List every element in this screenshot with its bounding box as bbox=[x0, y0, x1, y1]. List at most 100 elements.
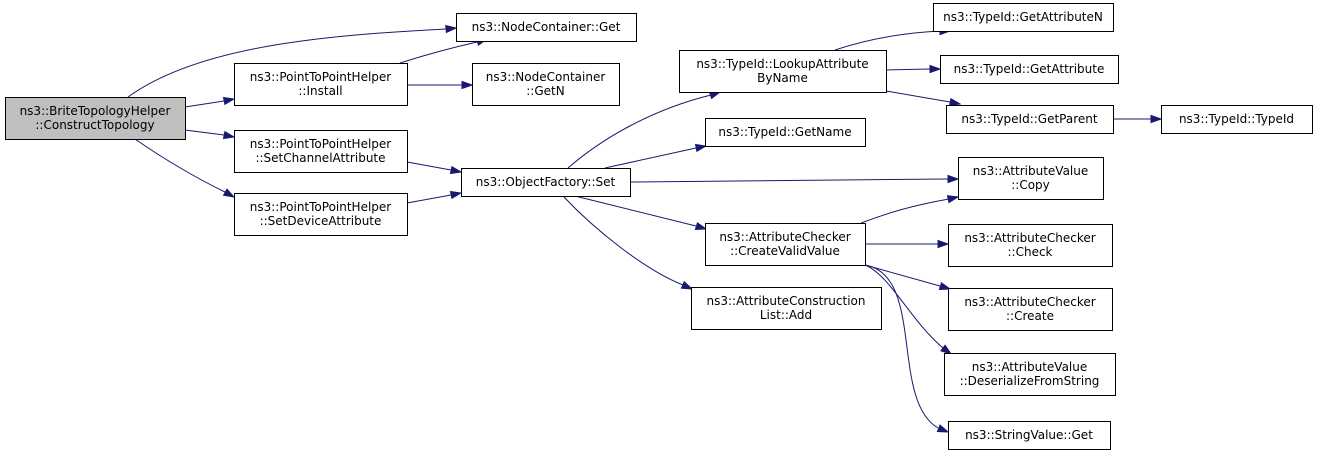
edge-root-to-p2p_install bbox=[184, 96, 236, 108]
node-label: ns3::PointToPointHelper bbox=[250, 137, 392, 151]
node-box[interactable] bbox=[948, 224, 1113, 267]
arrow-head bbox=[940, 344, 953, 355]
node-label: ns3::PointToPointHelper bbox=[250, 200, 392, 214]
node-box[interactable] bbox=[691, 287, 882, 330]
edge-p2p_setchan-to-of_set bbox=[406, 161, 463, 175]
node-box[interactable] bbox=[5, 97, 186, 140]
node-label: ns3::ObjectFactory::Set bbox=[476, 175, 616, 189]
node-label: ::DeserializeFromString bbox=[960, 374, 1100, 388]
node-label: ns3::AttributeValue bbox=[973, 164, 1089, 178]
arrow-head bbox=[222, 130, 236, 140]
edge-root-to-nc_get bbox=[127, 24, 458, 98]
node-box[interactable] bbox=[958, 157, 1104, 200]
edge-root-to-p2p_setchan bbox=[184, 129, 236, 140]
edge-tid_getparent-to-tid_typeid bbox=[1113, 114, 1163, 124]
arrow-head bbox=[938, 281, 952, 291]
node-label: ::Copy bbox=[1011, 178, 1050, 192]
node-ac-check[interactable]: ns3::AttributeChecker::Check bbox=[948, 224, 1113, 267]
nodes-layer: ns3::BriteTopologyHelper::ConstructTopol… bbox=[5, 3, 1313, 450]
node-tid-getname[interactable]: ns3::TypeId::GetName bbox=[705, 118, 866, 147]
edge-line bbox=[184, 100, 225, 108]
node-av-copy[interactable]: ns3::AttributeValue::Copy bbox=[958, 157, 1104, 200]
node-tid-typeid[interactable]: ns3::TypeId::TypeId bbox=[1161, 105, 1313, 134]
node-av-deser[interactable]: ns3::AttributeValue::DeserializeFromStri… bbox=[944, 353, 1116, 396]
edge-line bbox=[406, 161, 452, 171]
node-nc-getn[interactable]: ns3::NodeContainer::GetN bbox=[472, 63, 620, 106]
edge-line bbox=[885, 90, 951, 103]
node-label: ns3::TypeId::GetName bbox=[718, 125, 851, 139]
node-label: ::Check bbox=[1008, 245, 1053, 259]
node-label: ns3::TypeId::GetAttribute bbox=[954, 62, 1105, 76]
node-sv-get[interactable]: ns3::StringValue::Get bbox=[948, 421, 1111, 450]
node-box[interactable] bbox=[234, 193, 408, 236]
edge-tid_lookup-to-tid_getattr bbox=[885, 64, 942, 74]
node-box[interactable] bbox=[234, 63, 408, 106]
edge-ac_createvalid-to-ac_create bbox=[864, 264, 952, 291]
edge-line bbox=[184, 129, 225, 136]
edge-ac_createvalid-to-av_copy bbox=[860, 195, 960, 224]
node-ac-createvalid[interactable]: ns3::AttributeChecker::CreateValidValue bbox=[705, 223, 866, 266]
node-label: ns3::NodeContainer::Get bbox=[472, 20, 621, 34]
arrow-head bbox=[445, 24, 458, 34]
node-root[interactable]: ns3::BriteTopologyHelper::ConstructTopol… bbox=[5, 97, 186, 140]
edge-p2p_setdev-to-of_set bbox=[406, 190, 463, 204]
edge-line bbox=[567, 94, 712, 169]
node-label: ns3::AttributeChecker bbox=[964, 295, 1095, 309]
node-label: ns3::TypeId::GetAttributeN bbox=[943, 10, 1103, 24]
edge-ac_createvalid-to-ac_check bbox=[865, 239, 950, 249]
edge-p2p_install-to-nc_getn bbox=[407, 80, 474, 90]
node-p2p-setdev[interactable]: ns3::PointToPointHelper::SetDeviceAttrib… bbox=[234, 193, 408, 236]
node-box[interactable] bbox=[461, 168, 631, 197]
node-label: ByName bbox=[757, 71, 808, 85]
arrow-head bbox=[449, 165, 463, 175]
node-of-set[interactable]: ns3::ObjectFactory::Set bbox=[461, 168, 631, 197]
node-label: ::GetN bbox=[526, 84, 564, 98]
node-box[interactable] bbox=[944, 353, 1116, 396]
node-box[interactable] bbox=[933, 3, 1114, 32]
node-label: ns3::BriteTopologyHelper bbox=[20, 104, 171, 118]
node-tid-getattrn[interactable]: ns3::TypeId::GetAttributeN bbox=[933, 3, 1114, 32]
node-box[interactable] bbox=[940, 55, 1119, 84]
arrow-head bbox=[947, 174, 960, 184]
node-box[interactable] bbox=[1161, 105, 1313, 134]
arrow-head bbox=[461, 80, 474, 90]
edge-p2p_install-to-nc_get bbox=[399, 37, 489, 64]
arrow-head bbox=[937, 239, 950, 249]
node-label: ::SetDeviceAttribute bbox=[260, 214, 382, 228]
node-ac-create[interactable]: ns3::AttributeChecker::Create bbox=[948, 288, 1113, 331]
node-box[interactable] bbox=[948, 288, 1113, 331]
node-label: ns3::AttributeValue bbox=[972, 360, 1088, 374]
node-box[interactable] bbox=[946, 105, 1114, 134]
edge-line bbox=[864, 264, 944, 349]
node-tid-getattr[interactable]: ns3::TypeId::GetAttribute bbox=[940, 55, 1119, 84]
edge-line bbox=[629, 178, 949, 183]
edge-line bbox=[127, 28, 447, 98]
node-box[interactable] bbox=[472, 63, 620, 106]
edge-line bbox=[864, 264, 939, 429]
arrow-head bbox=[694, 221, 708, 231]
edge-ac_createvalid-to-sv_get bbox=[864, 264, 950, 433]
node-p2p-setchan[interactable]: ns3::PointToPointHelper::SetChannelAttri… bbox=[234, 130, 408, 173]
node-box[interactable] bbox=[679, 50, 887, 93]
node-box[interactable] bbox=[456, 13, 637, 42]
arrow-head bbox=[929, 64, 942, 74]
edge-line bbox=[864, 264, 941, 287]
edge-line bbox=[399, 41, 478, 64]
node-tid-getparent[interactable]: ns3::TypeId::GetParent bbox=[946, 105, 1114, 134]
node-box[interactable] bbox=[705, 118, 866, 147]
node-label: ns3::TypeId::LookupAttribute bbox=[696, 57, 868, 71]
node-box[interactable] bbox=[705, 223, 866, 266]
edge-of_set-to-av_copy bbox=[629, 174, 960, 184]
node-nc-get[interactable]: ns3::NodeContainer::Get bbox=[456, 13, 637, 42]
node-label: ::SetChannelAttribute bbox=[255, 151, 385, 165]
node-box[interactable] bbox=[234, 130, 408, 173]
node-p2p-install[interactable]: ns3::PointToPointHelper::Install bbox=[234, 63, 408, 106]
node-label: ns3::PointToPointHelper bbox=[250, 70, 392, 84]
edge-line bbox=[885, 68, 931, 71]
edge-line bbox=[834, 30, 941, 51]
node-box[interactable] bbox=[948, 421, 1111, 450]
